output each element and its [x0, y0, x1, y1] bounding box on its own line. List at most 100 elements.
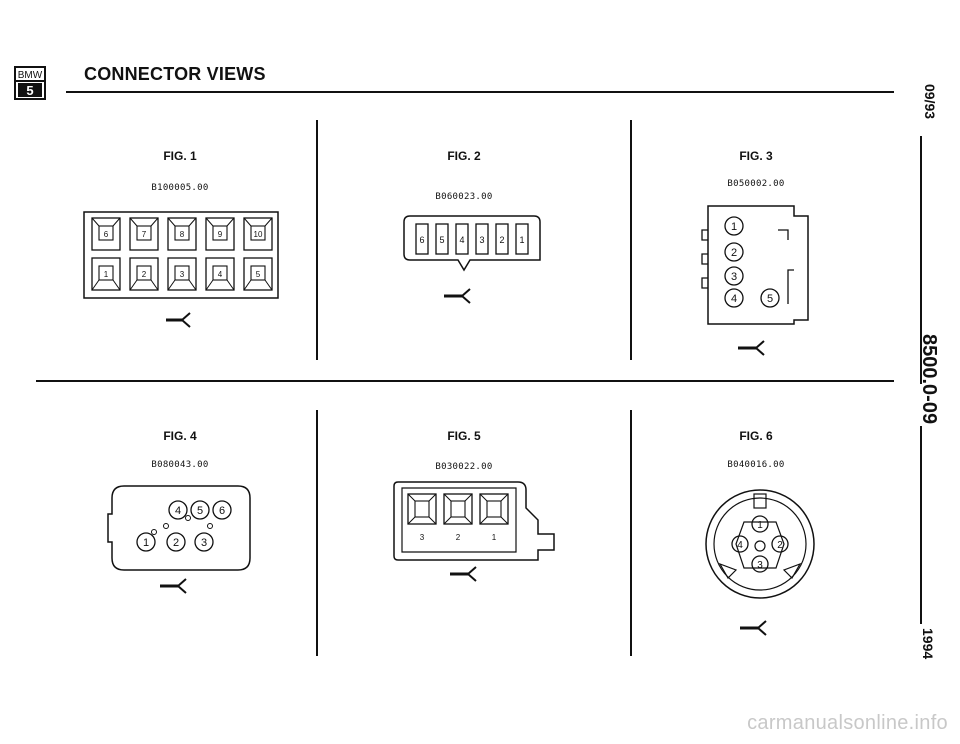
pin-cavity: 1 — [751, 515, 769, 533]
pin-label: 4 — [731, 293, 737, 305]
pin-label: 5 — [256, 270, 261, 279]
column-divider — [630, 120, 632, 360]
pin-label: 2 — [142, 270, 147, 279]
pin-label: 9 — [218, 230, 223, 239]
connector-side-icon — [444, 288, 471, 304]
figure-2-connector: 6 5 4 3 2 1 — [403, 215, 541, 304]
pin-label: 2 — [499, 235, 504, 245]
figure-5-code: B030022.00 — [435, 462, 493, 472]
figure-2-title: FIG. 2 — [447, 149, 481, 163]
connector-side-icon — [740, 620, 767, 636]
pin-cavity: 3 — [724, 266, 744, 286]
pin-label: 8 — [180, 230, 185, 239]
figure-1-code: B100005.00 — [151, 183, 209, 193]
connector-side-icon — [166, 312, 191, 328]
sidebar-rule — [920, 426, 922, 624]
pin-label: 3 — [180, 270, 185, 279]
pin-cavity: 1 — [479, 493, 509, 542]
pin-cavity: 3 — [194, 532, 214, 552]
page-sidebar: 09/93 8500.0-09 1994 — [908, 70, 948, 690]
connector-side-icon — [160, 578, 187, 594]
pin-label: 1 — [731, 221, 737, 233]
pin-label: 7 — [142, 230, 147, 239]
figure-2-code: B060023.00 — [435, 192, 493, 202]
column-divider — [316, 120, 318, 360]
figure-5-connector: 3 2 1 — [393, 481, 555, 582]
pin-label: 4 — [175, 505, 181, 517]
figure-6-connector: 1 4 2 3 — [705, 489, 815, 636]
connector-side-icon — [450, 566, 477, 582]
pin-cavity: 10 — [243, 217, 273, 251]
section-divider — [36, 380, 894, 382]
header-rule — [66, 91, 894, 93]
pin-cavity: 2 — [129, 257, 159, 291]
figure-3-title: FIG. 3 — [739, 149, 773, 163]
sidebar-rule — [920, 136, 922, 384]
pin-cavity: 2 — [771, 535, 789, 553]
pin-label: 1 — [519, 235, 524, 245]
pin-cavity: 1 — [724, 216, 744, 236]
figure-5-title: FIG. 5 — [447, 429, 481, 443]
figure-6-title: FIG. 6 — [739, 429, 773, 443]
pin-cavity: 3 — [475, 223, 489, 255]
figure-1-connector: 6 7 8 9 10 1 2 3 4 5 — [83, 211, 279, 328]
pin-cavity: 5 — [435, 223, 449, 255]
bmw-5-logo-icon: BMW 5 — [14, 66, 46, 100]
connector-side-icon — [738, 340, 765, 356]
pin-cavity: 4 — [724, 288, 744, 308]
figure-4-title: FIG. 4 — [163, 429, 197, 443]
pin-label: 5 — [197, 505, 203, 517]
pin-label: 3 — [479, 235, 484, 245]
pin-label: 2 — [731, 247, 737, 259]
pin-cavity: 3 — [407, 493, 437, 542]
pin-label: 2 — [456, 533, 461, 542]
pin-cavity: 3 — [751, 555, 769, 573]
pin-label: 5 — [767, 293, 773, 305]
page-title: CONNECTOR VIEWS — [84, 64, 266, 84]
sidebar-date: 09/93 — [922, 84, 938, 120]
pin-label: 3 — [201, 537, 207, 549]
pin-label: 2 — [173, 537, 179, 549]
sidebar-year: 1994 — [920, 628, 936, 660]
pin-label: 2 — [777, 540, 783, 551]
figure-3-connector: 1 2 3 4 5 — [701, 205, 809, 356]
pin-cavity: 7 — [129, 217, 159, 251]
pin-label: 3 — [757, 560, 763, 571]
pin-cavity: 2 — [166, 532, 186, 552]
figure-4-code: B080043.00 — [151, 460, 209, 470]
pin-cavity: 4 — [205, 257, 235, 291]
pin-cavity: 5 — [190, 500, 210, 520]
column-divider — [316, 410, 318, 656]
pin-cavity: 5 — [760, 288, 780, 308]
pin-label: 1 — [757, 520, 763, 531]
pin-cavity: 6 — [91, 217, 121, 251]
pin-label: 1 — [492, 533, 497, 542]
pin-cavity: 1 — [91, 257, 121, 291]
pin-cavity: 6 — [212, 500, 232, 520]
figure-4-connector: 4 5 6 1 2 3 — [107, 485, 251, 594]
watermark: carmanualsonline.info — [747, 712, 948, 734]
figure-3-code: B050002.00 — [727, 179, 785, 189]
pin-cavity: 5 — [243, 257, 273, 291]
pin-label: 6 — [219, 505, 225, 517]
pin-label: 1 — [143, 537, 149, 549]
pin-cavity: 2 — [495, 223, 509, 255]
pin-cavity: 4 — [168, 500, 188, 520]
pin-label: 4 — [218, 270, 223, 279]
pin-cavity: 2 — [724, 242, 744, 262]
pin-cavity: 2 — [443, 493, 473, 542]
pin-label: 4 — [459, 235, 464, 245]
pin-label: 6 — [104, 230, 109, 239]
pin-cavity: 1 — [136, 532, 156, 552]
pin-cavity: 3 — [167, 257, 197, 291]
column-divider — [630, 410, 632, 656]
pin-label: 5 — [439, 235, 444, 245]
pin-cavity: 6 — [415, 223, 429, 255]
pin-label: 4 — [737, 540, 743, 551]
pin-cavity: 9 — [205, 217, 235, 251]
pin-label: 3 — [731, 271, 737, 283]
pin-label: 6 — [419, 235, 424, 245]
pin-label: 1 — [104, 270, 109, 279]
pin-cavity: 8 — [167, 217, 197, 251]
logo-brand: BMW — [18, 70, 43, 81]
